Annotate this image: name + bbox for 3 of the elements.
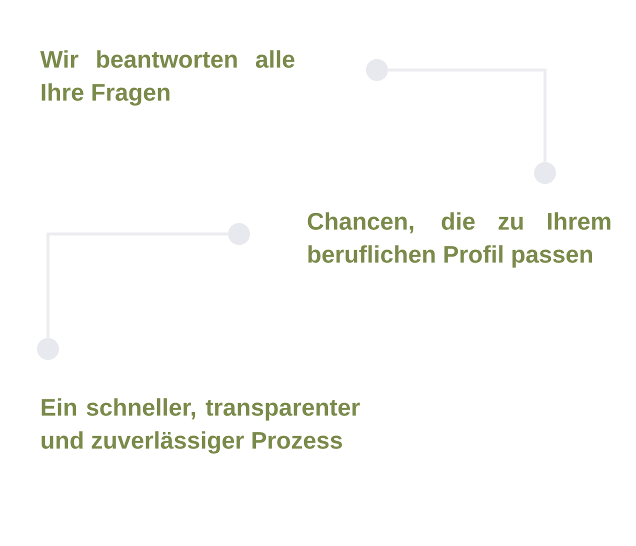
heading-text: Chancen, die zu Ihrem beruflichen Profil passen xyxy=(308,212,610,268)
heading-text: Ein schneller, transparenter und zuverlässiger Prozess xyxy=(42,398,360,454)
heading-text: Wir beantworten alle Ihre Fragen xyxy=(40,50,294,106)
